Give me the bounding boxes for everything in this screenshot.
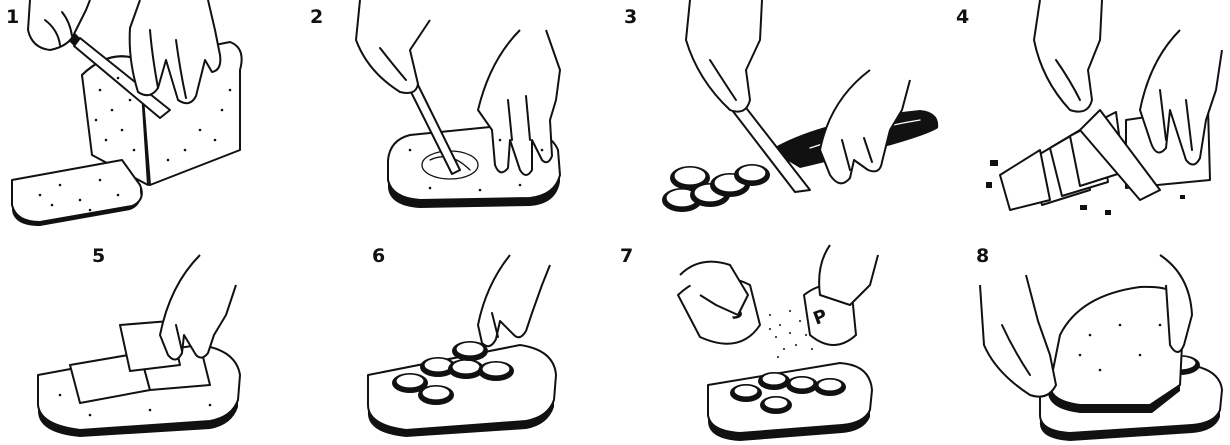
right-hand (819, 245, 878, 305)
bread-slice (12, 160, 142, 222)
cucumber-slices (662, 164, 770, 212)
step-4-chop-cheese: 4 (930, 0, 1230, 220)
step-6-place-cucumber: 6 (310, 225, 610, 445)
chop-cheese-illustration (930, 0, 1230, 225)
step-8-close-sandwich: 8 (930, 225, 1230, 445)
slice-bread-illustration (0, 0, 300, 225)
step-2-spread-butter: 2 (310, 0, 610, 220)
slice-cucumber-illustration (620, 0, 920, 225)
bread-slice (708, 363, 872, 433)
place-cheese-illustration (0, 225, 300, 445)
spread-butter-illustration (310, 0, 610, 225)
top-bread (1050, 287, 1184, 405)
close-sandwich-illustration (930, 225, 1230, 445)
hand (160, 255, 236, 360)
left-hand (1034, 0, 1102, 112)
step-1-slice-bread: 1 (0, 0, 300, 220)
left-hand (356, 0, 430, 93)
step-5-place-cheese: 5 (0, 225, 300, 445)
place-cucumber-illustration (310, 225, 610, 445)
left-hand (686, 0, 762, 112)
left-hand (980, 275, 1056, 397)
step-3-slice-cucumber: 3 (620, 0, 920, 220)
season-illustration: S P (620, 225, 920, 445)
step-7-season: 7 S P (620, 225, 920, 445)
hand (478, 255, 550, 346)
